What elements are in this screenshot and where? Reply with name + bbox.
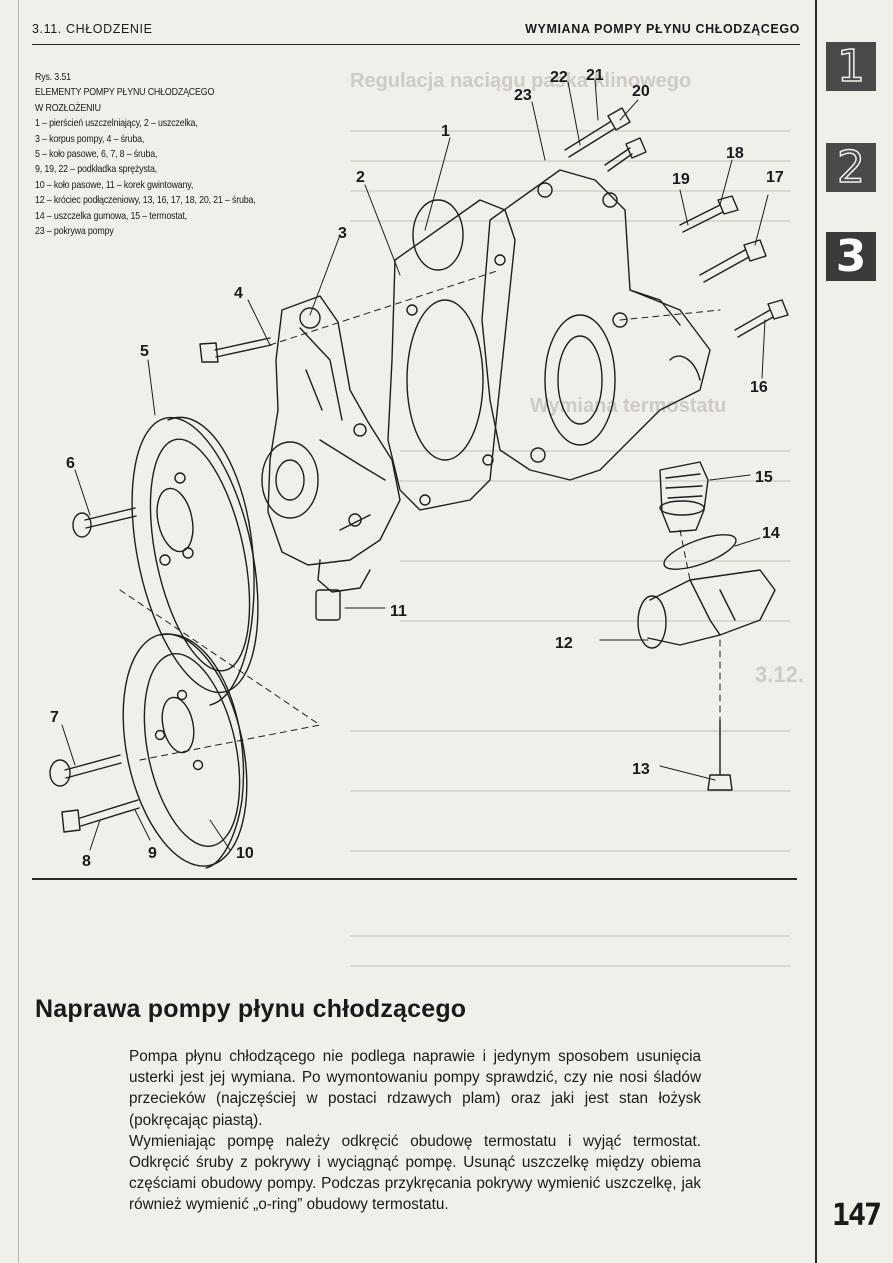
bolts-drawing [49, 107, 789, 833]
label-13: 13 [632, 761, 650, 778]
pump-body-3-drawing [261, 295, 401, 593]
page-edge-left [18, 0, 19, 1263]
label-2: 2 [356, 169, 365, 186]
label-8: 8 [82, 853, 91, 870]
label-23: 23 [514, 87, 532, 104]
margin-rule [815, 0, 817, 1263]
assembly-axes [119, 269, 721, 761]
exploded-pump-diagram: 1 2 3 4 5 6 7 8 9 10 11 12 13 14 15 16 1… [49, 67, 789, 870]
thermostat-15-drawing [659, 461, 709, 533]
label-7: 7 [50, 709, 59, 726]
label-9: 9 [148, 845, 157, 862]
label-15: 15 [755, 469, 773, 486]
label-19: 19 [672, 171, 690, 188]
section-divider [32, 878, 797, 880]
paragraph: Wymieniając pompę należy odkręcić obudow… [129, 1132, 701, 1214]
chapter-tab-3: 3 [826, 232, 876, 281]
label-3: 3 [338, 225, 347, 242]
pump-cover-23-drawing [481, 169, 711, 481]
caption-line: 3 – korpus pompy, 4 – śruba, [35, 133, 145, 145]
header-section: 3.11. CHŁODZENIE [32, 22, 153, 36]
label-4: 4 [234, 285, 243, 302]
part-labels: 1 2 3 4 5 6 7 8 9 10 11 12 13 14 15 16 1… [50, 67, 784, 870]
label-14: 14 [762, 525, 780, 542]
label-12: 12 [555, 635, 573, 652]
caption-line: W ROZŁOŻENIU [35, 102, 101, 114]
caption-line: 12 – króciec podłączeniowy, 13, 16, 17, … [35, 195, 256, 207]
page-number: 147 [831, 1198, 882, 1233]
label-11: 11 [390, 603, 407, 620]
chapter-tab-1: 1 [826, 41, 876, 92]
caption-line: 23 – pokrywa pompy [35, 226, 114, 238]
label-21: 21 [586, 67, 604, 84]
caption-line: ELEMENTY POMPY PŁYNU CHŁODZĄCEGO [35, 87, 215, 99]
pulley-10-drawing [122, 633, 248, 869]
label-10: 10 [236, 845, 254, 862]
label-6: 6 [66, 455, 75, 472]
caption-line: 14 – uszczelka gumowa, 15 – termostat, [35, 210, 187, 222]
label-17: 17 [766, 169, 784, 186]
caption-line: 9, 19, 22 – podkładka sprężysta, [35, 164, 157, 176]
label-22: 22 [550, 69, 568, 86]
pulley-5-drawing [131, 416, 259, 706]
label-20: 20 [632, 83, 650, 100]
running-header: 3.11. CHŁODZENIE WYMIANA POMPY PŁYNU CHŁ… [32, 18, 800, 45]
label-1: 1 [441, 123, 450, 140]
header-topic: WYMIANA POMPY PŁYNU CHŁODZĄCEGO [525, 22, 800, 36]
connector-12-drawing [637, 569, 776, 649]
label-18: 18 [726, 145, 744, 162]
caption-line: 10 – koło pasowe, 11 – korek gwintowany, [35, 179, 194, 191]
chapter-tab-2: 2 [826, 142, 876, 193]
o-ring-1-drawing [412, 199, 464, 271]
leader-lines [61, 79, 769, 851]
section-title: Naprawa pompy płynu chłodzącego [35, 995, 467, 1023]
caption-line: 5 – koło pasowe, 6, 7, 8 – śruba, [35, 149, 158, 161]
gasket-2-drawing [387, 199, 516, 511]
section-body: Pompa płynu chłodzącego nie podlega napr… [129, 1046, 701, 1216]
label-5: 5 [140, 343, 149, 360]
label-16: 16 [750, 379, 768, 396]
figure-caption: Rys. 3.51 ELEMENTY POMPY PŁYNU CHŁODZĄCE… [35, 70, 335, 239]
caption-line: 1 – pierścień uszczelniający, 2 – uszcze… [35, 118, 198, 130]
gasket-14-drawing [663, 534, 737, 570]
caption-line: Rys. 3.51 [35, 72, 71, 83]
paragraph: Pompa płynu chłodzącego nie podlega napr… [129, 1048, 701, 1129]
